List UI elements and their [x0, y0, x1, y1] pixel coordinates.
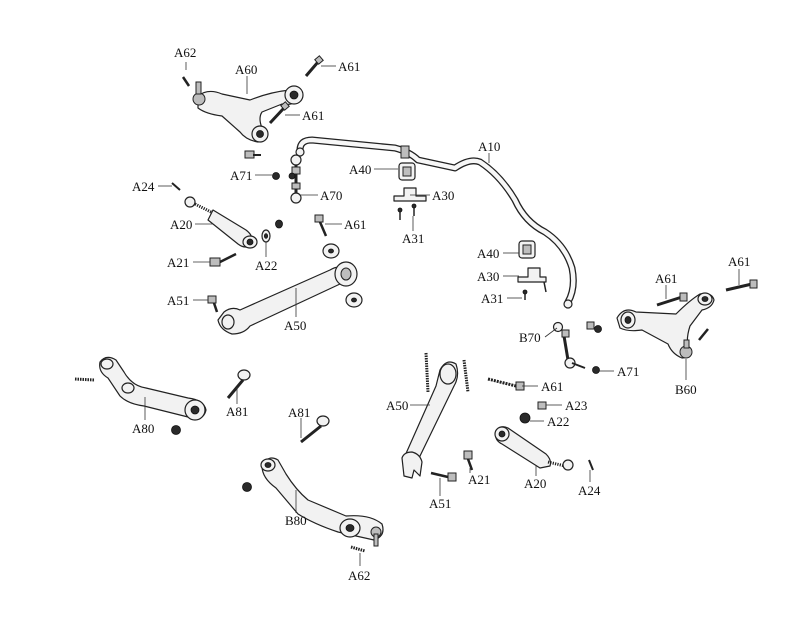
nut-a23 — [537, 401, 547, 410]
bolt-a61-right-a — [656, 292, 688, 307]
label-a40-right: A40 — [477, 246, 499, 261]
lower-arm-b80 — [260, 457, 384, 547]
label-a10: A10 — [478, 139, 500, 154]
bolt-a81-left — [226, 369, 251, 399]
label-a61-top: A61 — [338, 59, 360, 74]
label-a24-right: A24 — [578, 483, 601, 498]
label-a24-left: A24 — [132, 179, 155, 194]
label-a61-right-b: A61 — [728, 254, 750, 269]
washer-a50-lower — [345, 292, 363, 308]
bolt-a31-right — [522, 289, 528, 300]
washer-a50-upper — [322, 243, 340, 259]
label-a51-left: A51 — [167, 293, 189, 308]
label-a81-mid: A81 — [288, 405, 310, 420]
label-a21-left: A21 — [167, 255, 189, 270]
label-a71-left: A71 — [230, 168, 252, 183]
nut-a71-right — [592, 366, 600, 374]
stabilizer-link-b70 — [552, 321, 586, 369]
label-a61-bottom: A61 — [541, 379, 563, 394]
label-a80: A80 — [132, 421, 154, 436]
bolt-a61-right-b — [725, 279, 758, 292]
pin-a62-top — [181, 76, 191, 87]
lower-arm-a80 — [99, 356, 207, 421]
nut-a71-left — [272, 172, 296, 180]
lower-link-a50-left — [217, 261, 358, 335]
washer-a22-right — [519, 412, 531, 424]
label-a61-mid: A61 — [344, 217, 366, 232]
label-b80: B80 — [285, 513, 307, 528]
bushing-a40-top — [398, 162, 416, 181]
label-a40-top: A40 — [349, 162, 371, 177]
upper-control-arm-a60 — [192, 81, 304, 143]
label-a30-right: A30 — [477, 269, 499, 284]
bushing-a40-right — [518, 240, 536, 259]
bolt-a21-left — [209, 252, 237, 267]
nut-a80 — [171, 425, 181, 435]
callout-labels: A62 A60 A61 A61 A10 A40 A30 A31 A71 A70 … — [132, 45, 750, 583]
label-a60: A60 — [235, 62, 257, 77]
label-a31-top: A31 — [402, 231, 424, 246]
upper-control-arm-b60 — [616, 292, 715, 359]
bolt-a51-left — [207, 295, 219, 313]
stabilizer-bar-a10 — [295, 136, 577, 309]
lower-link-a50-right — [401, 361, 459, 479]
bolt-a31-top — [397, 203, 417, 220]
label-a21-right: A21 — [468, 472, 490, 487]
bracket-a30-top — [393, 187, 427, 202]
label-a62-bottom: A62 — [348, 568, 370, 583]
label-a22-right: A22 — [547, 414, 569, 429]
label-a20-right: A20 — [524, 476, 546, 491]
pin-a24-right — [588, 459, 594, 471]
label-a31-right: A31 — [481, 291, 503, 306]
label-a61-arm: A61 — [302, 108, 324, 123]
bolt-a61-mid — [314, 214, 328, 237]
pin-a50-right-a — [424, 352, 430, 393]
label-a71-right: A71 — [617, 364, 639, 379]
bar-clamp-mark — [400, 145, 410, 159]
label-a50-right: A50 — [386, 398, 408, 413]
pin-a24-left — [171, 182, 181, 191]
bolt-a81-mid — [300, 415, 330, 444]
label-a23: A23 — [565, 398, 587, 413]
leader-lines — [144, 62, 740, 566]
stabilizer-link-a70 — [290, 154, 302, 204]
pin-a80 — [74, 377, 96, 382]
washer-a22-left — [261, 219, 283, 243]
label-b70: B70 — [519, 330, 541, 345]
label-a20-left: A20 — [170, 217, 192, 232]
bolt-small-left — [244, 150, 261, 159]
label-b60: B60 — [675, 382, 697, 397]
toe-link-a20-right — [494, 426, 574, 471]
bolt-a21-right — [463, 450, 474, 471]
label-a62-top: A62 — [174, 45, 196, 60]
pin-a62-bottom — [350, 545, 366, 553]
pin-a50-right-b — [462, 359, 470, 393]
bolt-a61-arm — [268, 101, 290, 125]
label-a50-left: A50 — [284, 318, 306, 333]
label-a70: A70 — [320, 188, 342, 203]
label-a51-right: A51 — [429, 496, 451, 511]
bracket-a30-right — [517, 267, 547, 293]
label-a22-left: A22 — [255, 258, 277, 273]
bolt-a51-right — [430, 471, 457, 482]
nut-small-right — [586, 321, 602, 333]
label-a30-top: A30 — [432, 188, 454, 203]
label-a61-right-a: A61 — [655, 271, 677, 286]
pin-right — [698, 328, 709, 341]
label-a81-left: A81 — [226, 404, 248, 419]
bolt-a61-bottom — [487, 377, 525, 391]
toe-link-a20-left — [184, 196, 258, 249]
nut-b80 — [242, 482, 252, 492]
bolt-a61-top — [304, 55, 324, 77]
